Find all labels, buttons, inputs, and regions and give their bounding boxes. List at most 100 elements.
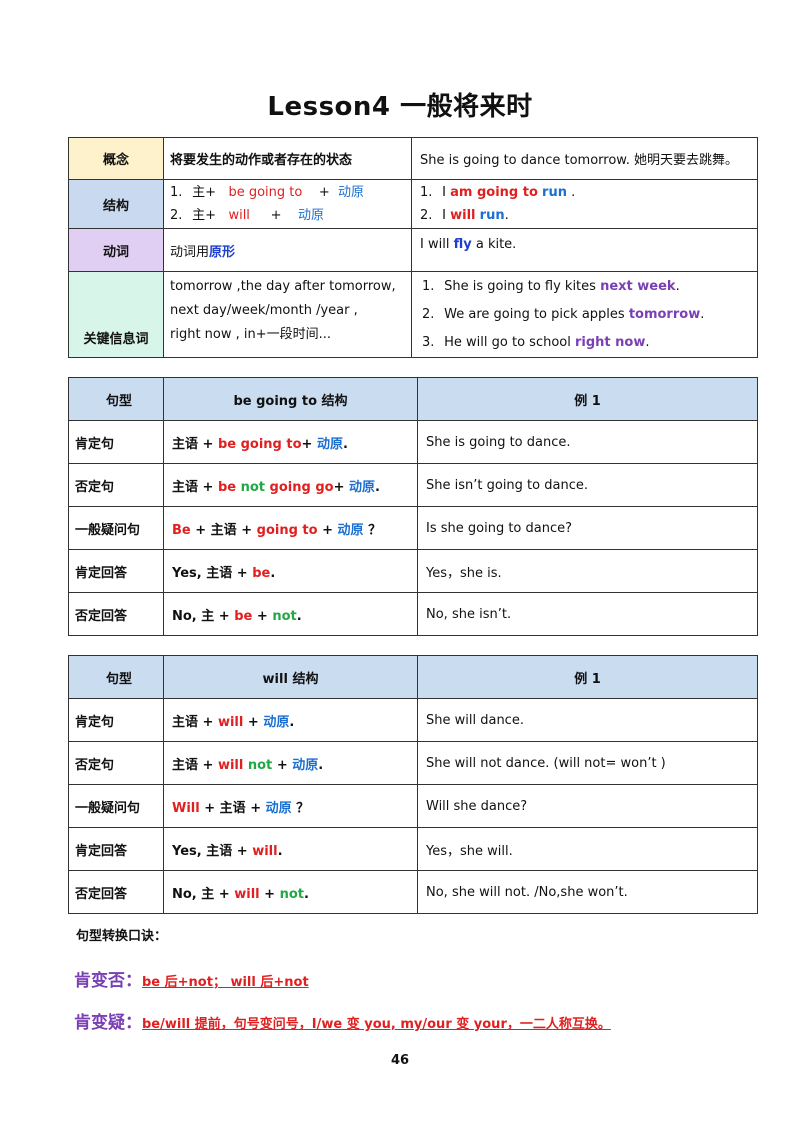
formula-base: 动原 bbox=[337, 522, 364, 538]
table-row: 否定回答 No, 主 + will + not. No, she will no… bbox=[68, 870, 758, 914]
verb-text: 动词用 bbox=[170, 244, 210, 260]
formula: Be + 主语 + going to + 动原 ？ bbox=[163, 506, 418, 550]
formula: Yes, 主语 + will. bbox=[163, 827, 418, 871]
example-pre: He will go to school bbox=[444, 334, 571, 350]
formula-part: Yes, 主语 + bbox=[172, 565, 248, 581]
line-number: 1. bbox=[420, 185, 433, 200]
keywords-cell: tomorrow ,the day after tomorrow, next d… bbox=[163, 271, 412, 358]
formula-part: . bbox=[277, 843, 283, 859]
be-going-to-table: 句型 be going to 结构 例 1 肯定句 主语 + be going … bbox=[68, 377, 758, 636]
example-pre: She is going to fly kites bbox=[444, 278, 596, 294]
verb-token: will bbox=[228, 208, 250, 223]
example-sentence: Yes，she will. bbox=[417, 827, 758, 871]
formula-part: ？ bbox=[368, 522, 382, 538]
keywords-row: 关键信息词 tomorrow ,the day after tomorrow, … bbox=[68, 271, 758, 358]
rule-text: be 后+not； will 后+not bbox=[142, 975, 309, 990]
subject-token: 主+ bbox=[192, 185, 217, 200]
verb-label: 动词 bbox=[68, 228, 164, 272]
formula-verb: be bbox=[217, 479, 237, 495]
formula-part: + bbox=[264, 886, 276, 902]
line-number: 2. bbox=[170, 208, 183, 223]
rule-negative: 肯变否：be 后+not； will 后+not bbox=[74, 966, 309, 991]
rule-text: be/will 提前，句号变问号，I/we 变 you, my/our 变 yo… bbox=[142, 1017, 611, 1032]
verb-example: I will fly a kite. bbox=[411, 228, 758, 272]
column-header: 例 1 bbox=[417, 377, 758, 421]
structure-cell: 1. 主+ be going to + 动原 2. 主+ will + 动原 bbox=[163, 179, 412, 229]
keyword-example: 3. He will go to school right now. bbox=[422, 329, 749, 357]
line-number: 2. bbox=[422, 306, 435, 322]
example-pre: We are going to pick apples bbox=[444, 306, 625, 322]
formula-verb: Be bbox=[172, 522, 191, 538]
formula-part: . bbox=[270, 565, 276, 581]
column-header: 句型 bbox=[68, 655, 164, 699]
formula-part: No, 主 + bbox=[172, 608, 230, 624]
sentence-type: 肯定回答 bbox=[68, 827, 164, 871]
formula-verb: be going to bbox=[217, 436, 302, 452]
formula: 主语 + will + 动原. bbox=[163, 698, 418, 742]
formula-base: 动原 bbox=[316, 436, 343, 452]
plus-token: + bbox=[318, 185, 330, 200]
example-end: . bbox=[571, 185, 576, 200]
formula: No, 主 + be + not. bbox=[163, 592, 418, 636]
keyword-example: 1. She is going to fly kites next week. bbox=[422, 273, 749, 301]
tip-heading: 句型转换口诀： bbox=[76, 929, 168, 944]
formula-verb: going to bbox=[256, 522, 318, 538]
keywords-label: 关键信息词 bbox=[68, 271, 164, 358]
sentence-type: 肯定句 bbox=[68, 420, 164, 464]
example-key: next week bbox=[600, 278, 676, 294]
formula-part: . bbox=[375, 479, 380, 495]
example-key: tomorrow bbox=[628, 306, 701, 322]
keyword-line: tomorrow ,the day after tomorrow, bbox=[170, 279, 396, 294]
formula-part: 主语 + bbox=[172, 757, 214, 773]
sentence-type: 否定回答 bbox=[68, 592, 164, 636]
formula-verb: will bbox=[217, 757, 244, 773]
formula-verb: be bbox=[252, 565, 271, 581]
formula: No, 主 + will + not. bbox=[163, 870, 418, 914]
line-number: 2. bbox=[420, 208, 433, 223]
column-header: be going to 结构 bbox=[163, 377, 418, 421]
formula-part: No, 主 + bbox=[172, 886, 230, 902]
formula: 主语 + will not + 动原. bbox=[163, 741, 418, 785]
sentence-type: 否定回答 bbox=[68, 870, 164, 914]
formula-not: not bbox=[240, 479, 266, 495]
formula-base: 动原 bbox=[292, 757, 319, 773]
example-sentence: Is she going to dance? bbox=[417, 506, 758, 550]
formula-part: + bbox=[333, 479, 345, 495]
structure-example: 1. I am going to run . bbox=[420, 181, 749, 204]
concept-example: She is going to dance tomorrow. 她明天要去跳舞。 bbox=[411, 137, 758, 180]
example-sentence: Yes，she is. bbox=[417, 549, 758, 593]
structure-example: 2. I will run. bbox=[420, 204, 749, 227]
formula-part: + 主语 + bbox=[195, 522, 253, 538]
keywords-examples: 1. She is going to fly kites next week. … bbox=[411, 271, 758, 358]
formula: 主语 + be not going go+ 动原. bbox=[163, 463, 418, 507]
formula-verb: be bbox=[234, 608, 253, 624]
formula-part: . bbox=[296, 608, 302, 624]
table-row: 肯定句 主语 + will + 动原. She will dance. bbox=[68, 698, 758, 742]
sentence-type: 一般疑问句 bbox=[68, 784, 164, 828]
verb-row: 动词 动词用原形 I will fly a kite. bbox=[68, 228, 758, 272]
rule-question: 肯变疑：be/will 提前，句号变问号，I/we 变 you, my/our … bbox=[74, 1008, 611, 1033]
example-sentence: Will she dance? bbox=[417, 784, 758, 828]
formula-verb: going go bbox=[269, 479, 334, 495]
formula-not: not bbox=[247, 757, 273, 773]
intro-table: 概念 将要发生的动作或者存在的状态 She is going to dance … bbox=[68, 137, 758, 358]
sentence-type: 否定句 bbox=[68, 741, 164, 785]
subject-token: 主+ bbox=[192, 208, 217, 223]
example-base: run bbox=[479, 208, 505, 223]
base-verb-token: 动原 bbox=[298, 208, 325, 223]
table-row: 肯定回答 Yes, 主语 + will. Yes，she will. bbox=[68, 827, 758, 871]
example-end: . bbox=[645, 334, 650, 350]
column-header: 例 1 bbox=[417, 655, 758, 699]
line-number: 3. bbox=[422, 334, 435, 350]
line-number: 1. bbox=[422, 278, 435, 294]
page-number: 46 bbox=[390, 1053, 410, 1068]
formula: Yes, 主语 + be. bbox=[163, 549, 418, 593]
sentence-type: 肯定句 bbox=[68, 698, 164, 742]
example-pre: I will bbox=[420, 237, 450, 252]
example-end: . bbox=[700, 306, 705, 322]
sentence-type: 一般疑问句 bbox=[68, 506, 164, 550]
table-row: 一般疑问句 Will + 主语 + 动原 ？ Will she dance? bbox=[68, 784, 758, 828]
will-table: 句型 will 结构 例 1 肯定句 主语 + will + 动原. She w… bbox=[68, 655, 758, 914]
base-verb-token: 动原 bbox=[338, 185, 365, 200]
keywords-label-text: 关键信息词 bbox=[83, 332, 149, 347]
